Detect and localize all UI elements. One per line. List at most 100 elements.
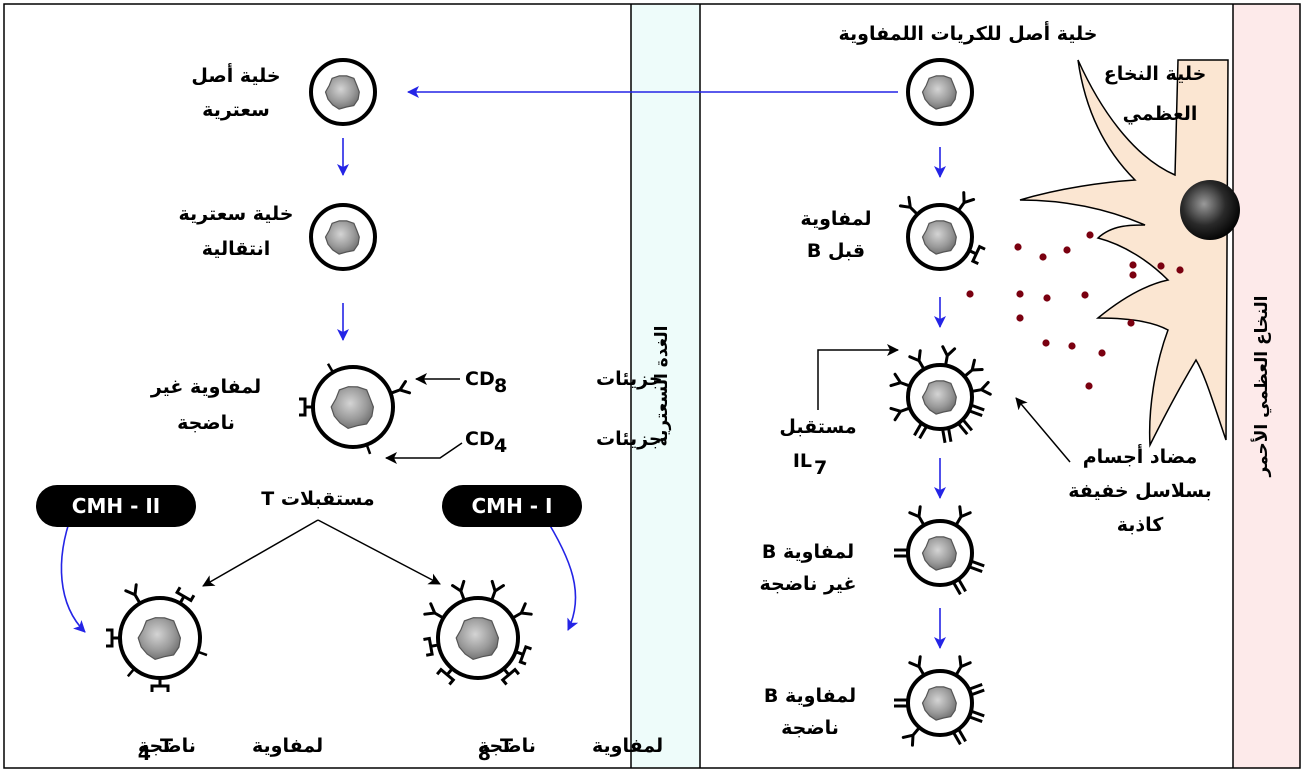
mature-t8-cell [423, 579, 533, 686]
receptor-y-icon [898, 195, 919, 216]
pre-b-il7-cell [889, 345, 992, 444]
mature-b-cell [894, 655, 985, 747]
interleukin-dot [1176, 266, 1184, 274]
interleukin-dot [1063, 246, 1071, 254]
surrogate-label-line1: مضاد أجسام [1083, 444, 1198, 468]
receptor-antibody-icon [961, 418, 974, 432]
receptor-bracket-icon [150, 678, 170, 692]
transitional-label-line2: انتقالية [202, 238, 271, 260]
surrogate-label-line3: كاذبة [1117, 514, 1165, 536]
mature-t4-subscript: 4 [138, 743, 151, 765]
marrow-cell-label-line1: خلية النخاع [1104, 63, 1207, 85]
mature-b-label-line1: لمفاوية B [764, 685, 856, 707]
mature-t4-suffix: ناضجة [138, 735, 196, 757]
interleukin-dot [1039, 253, 1047, 261]
mature-t8-word: لمفاوية [592, 735, 663, 757]
cmh2-badge: CMH - II [36, 485, 196, 527]
interleukin-dot [1081, 291, 1089, 299]
interleukin-dot [1157, 262, 1165, 270]
thymus-band [631, 4, 700, 768]
cd4-base: CD [465, 428, 495, 450]
receptor-antibody-icon [941, 428, 947, 444]
interleukin-dot [1127, 319, 1135, 327]
receptor-antibody-icon [968, 409, 983, 417]
cell-nucleus [330, 386, 375, 430]
interleukin-dot [1068, 342, 1076, 350]
immature-t-label-line2: ناضجة [177, 412, 235, 434]
mature-t4-word: لمفاوية [252, 735, 323, 757]
marrow-label: النخاع العظمي الأحمر [1251, 296, 1272, 478]
receptor-antibody-icon [970, 709, 985, 718]
receptor-y-icon [511, 602, 533, 620]
interleukin-dot [1129, 271, 1137, 279]
interleukin-dot [1042, 339, 1050, 347]
interleukin-dot [966, 290, 974, 298]
receptor-bracket-icon [500, 667, 520, 686]
cell-nucleus [921, 220, 957, 255]
arrow-surrogate-pointer [1015, 397, 1071, 463]
receptor-antibody-icon [970, 403, 985, 412]
cd8-base: CD [465, 368, 495, 390]
immature-t-cell [299, 363, 412, 455]
cd8-subscript: 8 [494, 375, 507, 397]
receptor-y-icon [889, 372, 912, 388]
mature-t8-base: T [500, 735, 513, 757]
mature-t8-suffix: ناضجة [478, 735, 536, 757]
cell-nucleus [921, 380, 957, 415]
receptor-y-icon [908, 655, 926, 677]
thymic-stem-cell [309, 58, 377, 126]
receptor-y-icon [889, 406, 912, 422]
bone-marrow-stromal-cell [1019, 59, 1240, 448]
immature-b-label-line2: غير ناضجة [759, 573, 856, 595]
pre-b-cell [898, 191, 986, 271]
receptor-antibody-icon [952, 581, 962, 596]
arrow-cd4-pointer [385, 442, 463, 464]
receptor-bracket-icon [436, 667, 456, 686]
stem-cell-label: خلية أصل للكريات اللمفاوية [839, 21, 1098, 45]
receptor-antibody-icon [918, 425, 928, 440]
receptor-y-icon [901, 726, 921, 747]
receptor-y-icon [908, 505, 926, 527]
cell-nucleus [137, 617, 182, 661]
cell-nucleus [921, 75, 957, 110]
cell-nucleus [921, 536, 957, 571]
transitional-thymic-cell [309, 203, 377, 271]
stem-cell [906, 58, 974, 126]
receptor-antibody-icon [957, 422, 969, 436]
marrow-cell-nucleus [1180, 180, 1240, 240]
il7-label-subscript: 7 [814, 457, 827, 479]
immature-b-cell [894, 505, 985, 596]
receptor-y-icon [451, 579, 466, 602]
surrogate-label-line2: بسلاسل خفيفة [1068, 480, 1211, 502]
cell-nucleus [324, 75, 360, 110]
mature-t8-subscript: 8 [478, 743, 491, 765]
interleukin-dot [1129, 261, 1137, 269]
receptor-bracket-icon [106, 628, 120, 648]
cd8-prefix: جزيئات [596, 368, 663, 390]
outer-frame [3, 3, 1301, 769]
cell-nucleus [455, 617, 500, 661]
receptor-y-icon [954, 505, 972, 527]
receptor-y-icon [963, 358, 984, 378]
thymic-stem-label-line2: سعترية [202, 99, 270, 121]
receptor-y-icon [124, 583, 142, 605]
marrow-cell-label-line2: العظمي [1123, 103, 1198, 125]
receptor-antibody-icon [968, 565, 983, 573]
mature-t4-cell [106, 583, 208, 692]
receptor-y-icon [970, 380, 992, 396]
receptor-y-icon [423, 602, 445, 620]
t-receptors-label: مستقبلات T [261, 488, 374, 510]
pre-b-label-line1: لمفاوية [800, 208, 871, 230]
receptor-y-icon [908, 349, 926, 371]
thymic-stem-label-line1: خلية أصل [191, 63, 280, 87]
receptor-y-icon [490, 579, 505, 602]
receptor-antibody-icon [968, 683, 983, 691]
interleukin-dot [1016, 290, 1024, 298]
immature-b-label-line1: لمفاوية B [762, 541, 854, 563]
cell-nucleus [324, 220, 360, 255]
interleukin-dot [1086, 231, 1094, 239]
receptor-antibody-icon [970, 559, 985, 568]
cmh1-label: CMH - I [472, 494, 553, 518]
mature-t4-base: T [160, 735, 173, 757]
